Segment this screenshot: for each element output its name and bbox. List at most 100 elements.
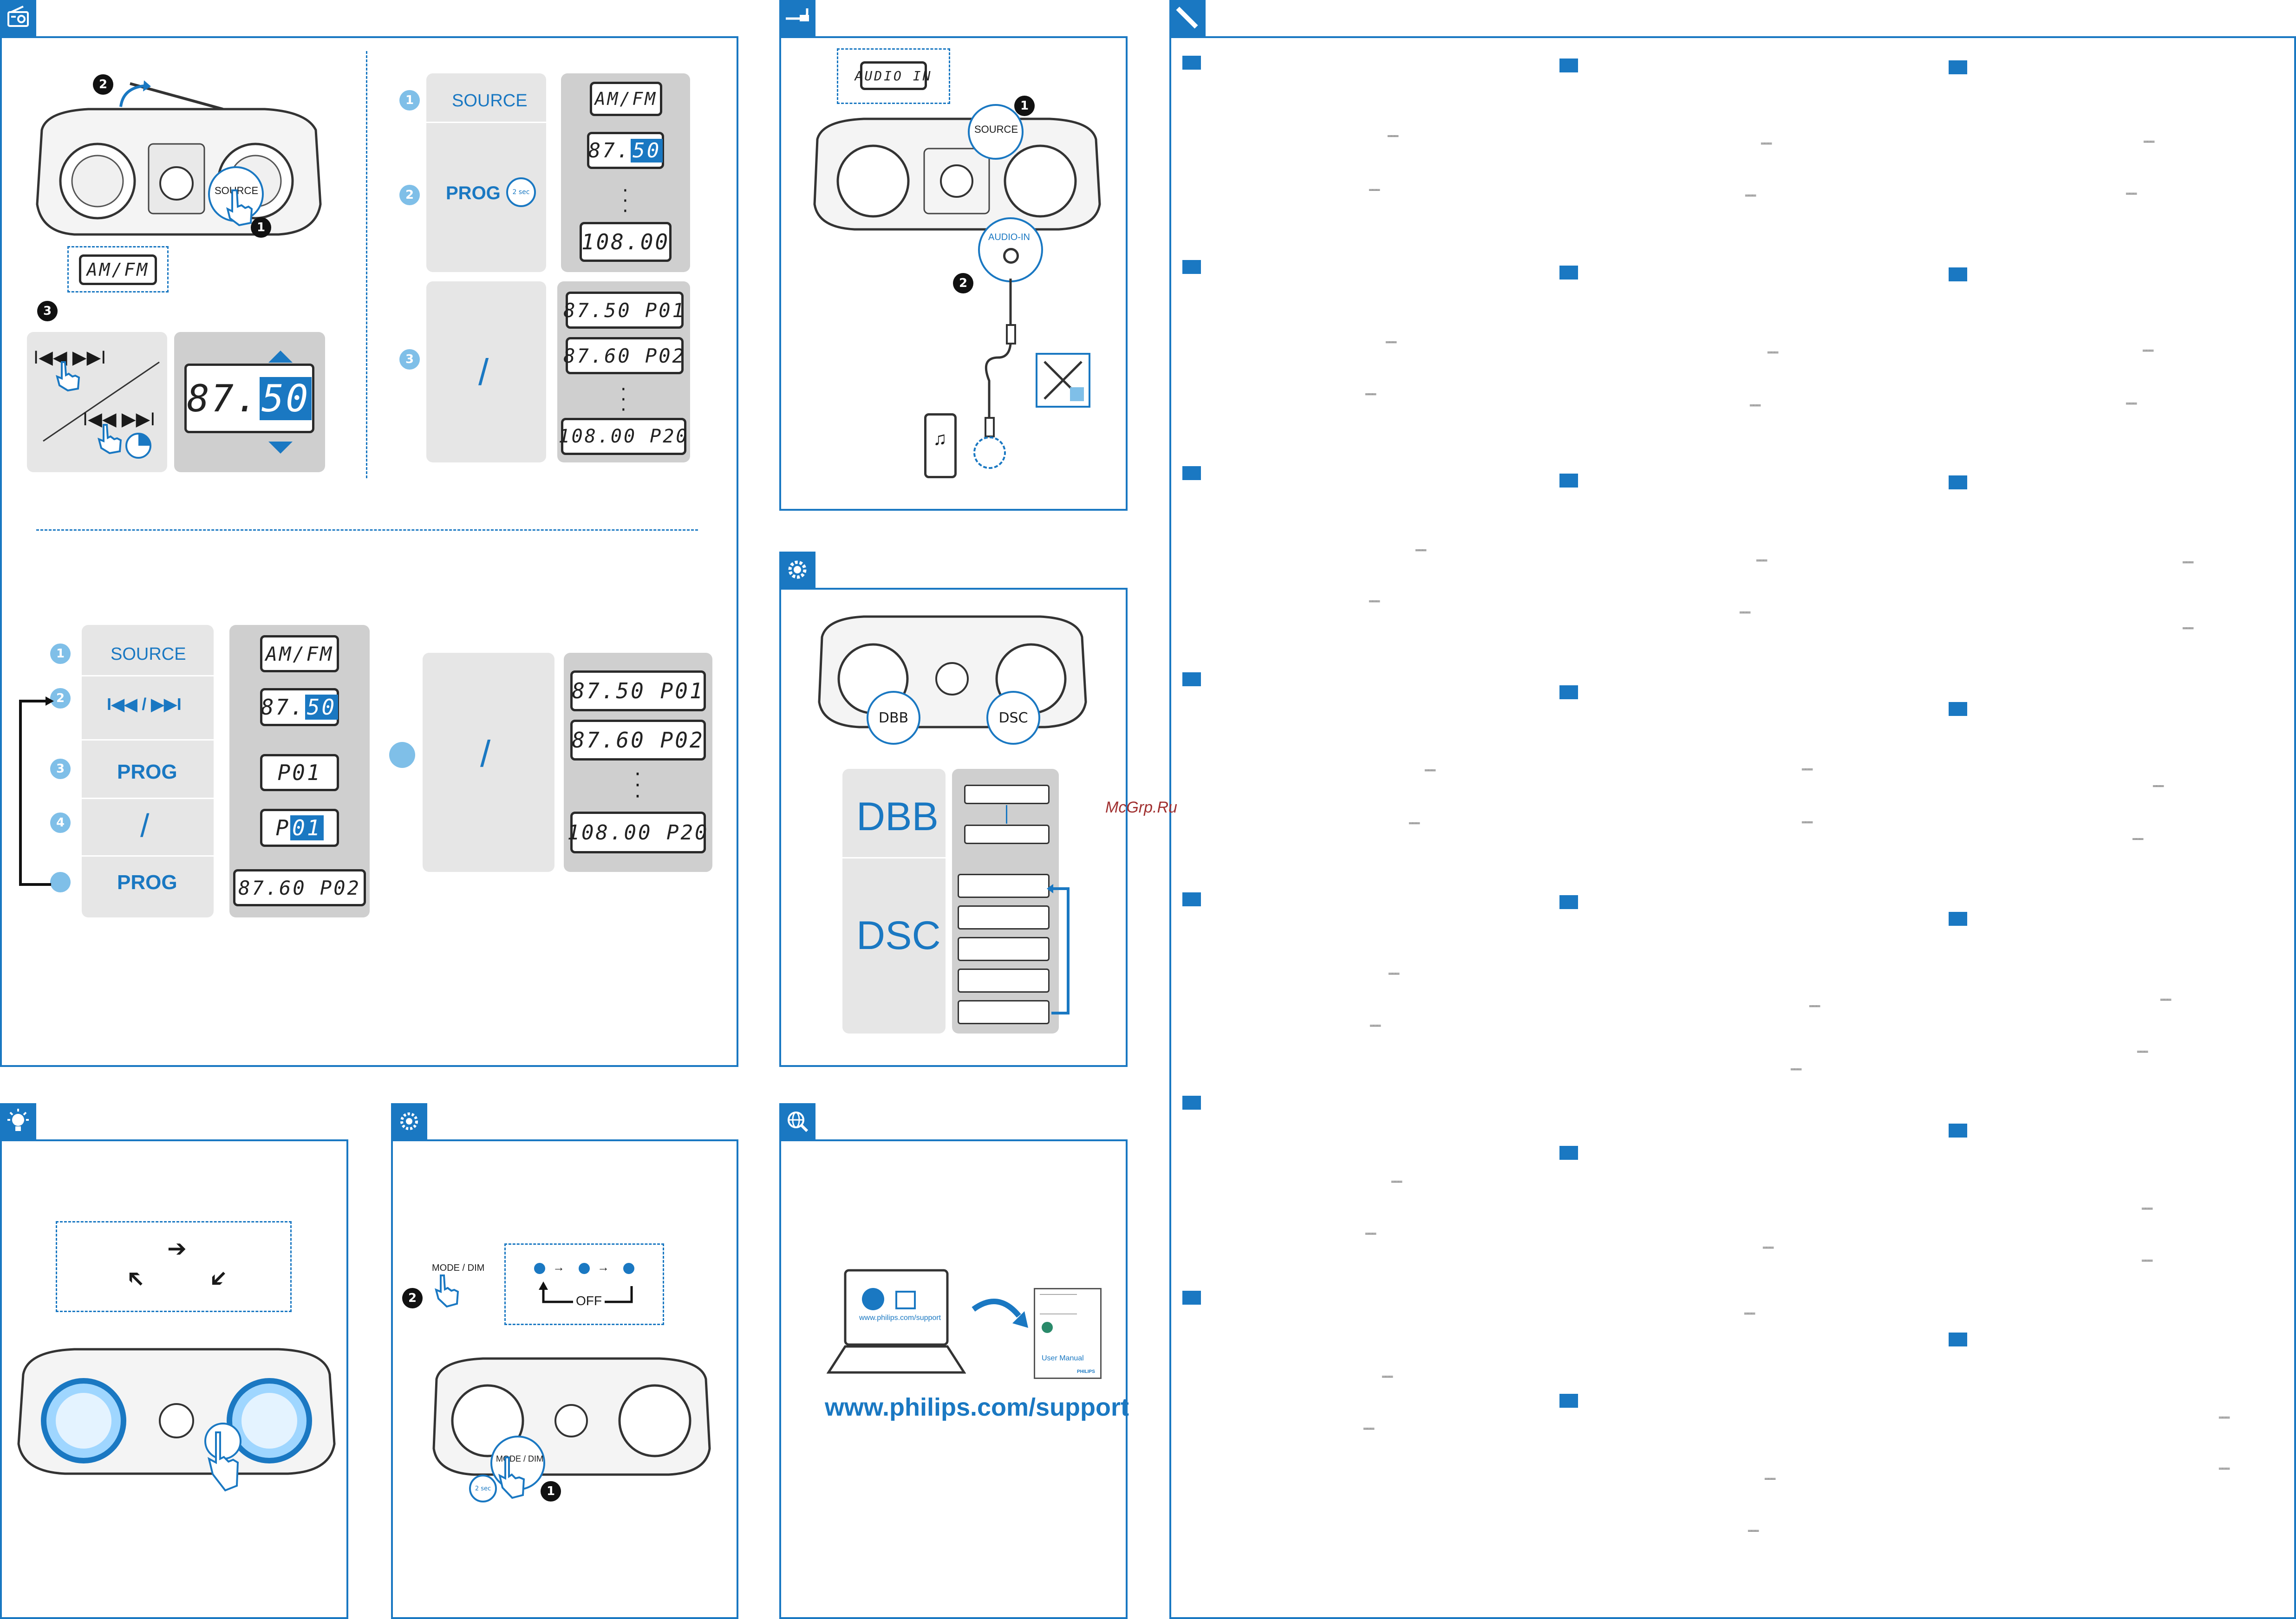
dsc-option-5 <box>958 1000 1050 1024</box>
text-mark: ═══ <box>2160 996 2171 1004</box>
boombox-illustration-4 <box>427 1351 715 1481</box>
arrow-icon: → <box>553 1260 565 1274</box>
lcd-freq-4: 87.50 <box>260 688 339 726</box>
text-mark: ═══ <box>2219 1465 2230 1473</box>
text-mark: ═══ <box>1409 820 1420 827</box>
text-mark: ═══ <box>1369 187 1380 194</box>
dbb-button[interactable]: DBB <box>867 691 920 745</box>
sound-labels-box: DBB DSC <box>842 769 946 1034</box>
slash-label: / <box>478 351 489 393</box>
audio-lcd-callout <box>837 48 950 104</box>
text-mark: ═══ <box>1763 1244 1774 1252</box>
dsc-label: DSC <box>856 913 941 958</box>
lcd-amfm: AM/FM <box>79 254 157 285</box>
separator <box>82 739 214 741</box>
manual-text-lines <box>1040 1294 1077 1314</box>
section-marker <box>1182 1096 1201 1110</box>
frequency-display-box: 87.50 <box>174 332 325 472</box>
settings-gear-icon <box>779 552 815 588</box>
audio-in-jack-callout[interactable]: AUDIO-IN <box>978 217 1043 282</box>
text-mark: ═══ <box>1745 192 1756 200</box>
radio-icon <box>0 0 36 36</box>
section-marker <box>1559 59 1578 72</box>
headphone-jack-callout <box>973 436 1006 469</box>
auto-step-3: 3 <box>399 349 420 370</box>
section-marker <box>1949 1124 1967 1138</box>
audio-cable-icon <box>985 279 1016 437</box>
hand-hold-icon-2 <box>498 1456 525 1499</box>
audio-step-2: 2 <box>953 273 973 293</box>
timer-icon <box>125 433 151 459</box>
section-marker <box>1949 475 1967 489</box>
presets-box-2: 87.50 P01 87.60 P02 ··· 108.00 P20 <box>564 653 712 872</box>
light-button-callout[interactable] <box>204 1423 241 1460</box>
lcd-preset-3: 108.00 P20 <box>559 418 687 455</box>
divider-line <box>43 361 160 442</box>
text-mark: ═══ <box>1425 767 1435 774</box>
up-arrow-icon <box>268 351 293 363</box>
audio-in-panel <box>779 36 1128 511</box>
hand-press-icon-2 <box>208 1431 239 1492</box>
section-marker <box>1182 672 1201 686</box>
step-2-badge: 2 <box>93 74 113 95</box>
hold-timer-icon-2: 2 sec <box>469 1475 497 1502</box>
auto-steps-box: SOURCE PROG 2 sec <box>426 73 546 272</box>
lcd-preset-1: 87.50 P01 <box>563 292 684 329</box>
boombox-illustration-3 <box>813 609 1091 735</box>
prog-button-label-3: PROG <box>117 871 177 894</box>
hand-tap-icon <box>56 361 80 392</box>
text-mark: ═══ <box>1802 766 1813 774</box>
dbb-option-off <box>964 825 1050 844</box>
light-mode-callout <box>56 1221 292 1312</box>
text-mark: ═══ <box>1386 339 1396 346</box>
auto-lcd-box: AM/FM 87.50 ··· 108.00 <box>561 73 690 272</box>
hold-timer-icon: 2 sec <box>506 177 536 207</box>
pencil-note-icon <box>1169 0 1206 36</box>
step-1-badge: 1 <box>251 217 271 238</box>
dsc-button[interactable]: DSC <box>986 691 1040 745</box>
light-panel <box>0 1139 348 1619</box>
text-mark: ═══ <box>1761 140 1772 148</box>
dsc-option-1 <box>958 874 1050 898</box>
dim-step-2: 2 <box>402 1288 423 1308</box>
text-mark: ═══ <box>1370 1022 1381 1030</box>
music-note-icon: ♫ <box>933 429 947 449</box>
text-mark: ═══ <box>1363 1425 1374 1433</box>
brightness-mid-icon <box>579 1263 590 1274</box>
brightness-sequence: → → <box>534 1259 646 1278</box>
text-mark: ═══ <box>2126 400 2137 408</box>
text-mark: ═══ <box>2142 1257 2152 1265</box>
radio-panel <box>0 36 738 1067</box>
separator <box>82 855 214 857</box>
audio-in-label: AUDIO-IN <box>988 232 1030 242</box>
hand-hold-icon <box>98 424 122 455</box>
text-panel <box>1169 36 2296 1619</box>
select-preset-box: / <box>423 653 554 872</box>
manual-step-1: 1 <box>50 644 71 664</box>
text-mark: ═══ <box>2219 1414 2230 1422</box>
text-mark: ═══ <box>2142 1205 2152 1213</box>
ellipsis-vertical-2: ··· <box>620 379 626 421</box>
text-mark: ═══ <box>2183 625 2193 632</box>
section-marker <box>1182 892 1201 906</box>
lcd-preset-2: 87.60 P02 <box>563 337 684 374</box>
manual-steps-box: SOURCE I◀◀ / ▶▶I PROG / PROG <box>82 625 214 917</box>
lcd-audio-in: AUDIO IN <box>855 61 930 90</box>
support-url[interactable]: www.philips.com/support <box>825 1393 1129 1421</box>
text-mark: ═══ <box>1740 609 1750 617</box>
hand-press-icon <box>226 189 253 227</box>
dsc-option-2 <box>958 905 1050 930</box>
source-label-2: SOURCE <box>974 124 1018 135</box>
slash-label-3: / <box>480 733 491 774</box>
source-button-label: SOURCE <box>452 91 528 111</box>
step-3-badge: 3 <box>37 301 58 321</box>
skip-button-label: I◀◀ / ▶▶I <box>107 695 182 714</box>
source-button-callout-2[interactable]: SOURCE <box>968 104 1024 160</box>
cycle-arrow <box>1047 884 1070 1014</box>
manual-logo-icon <box>1042 1322 1053 1333</box>
section-marker <box>1559 266 1578 280</box>
text-mark: ═══ <box>2133 836 2143 843</box>
music-player-icon: ♫ <box>924 413 957 478</box>
text-mark: ═══ <box>1768 349 1778 357</box>
toggle-arrow <box>1006 805 1007 824</box>
